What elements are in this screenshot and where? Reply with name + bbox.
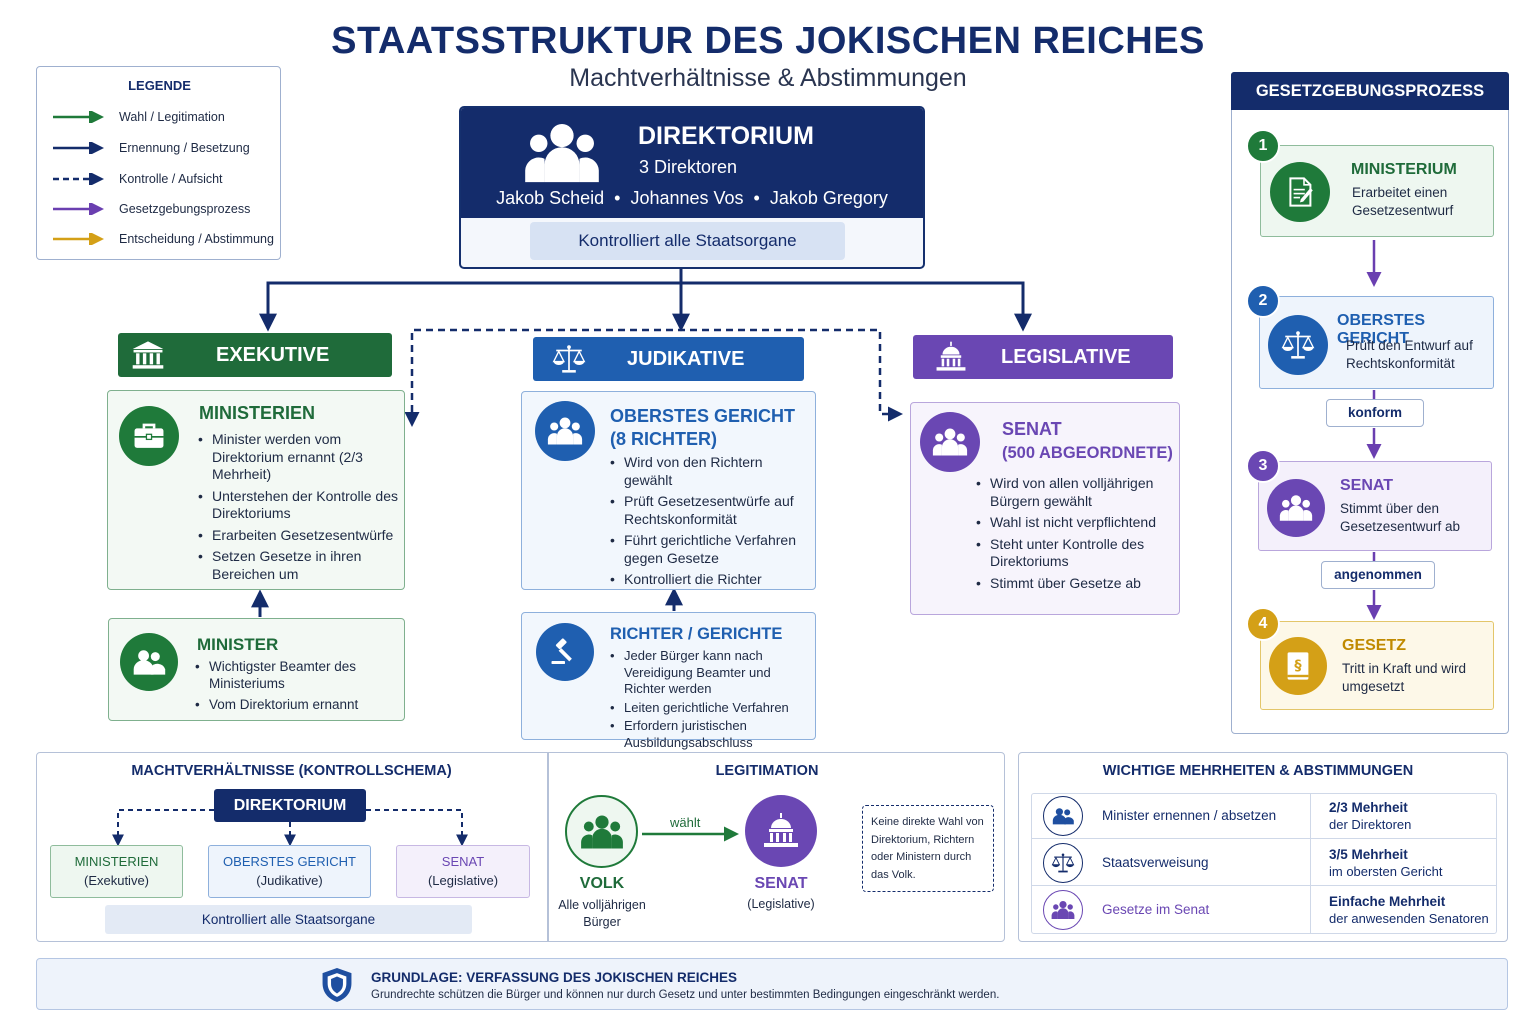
legitimation-volk-title: VOLK [579,875,625,892]
people-icon [120,633,178,691]
legend-item-wahl: Wahl / Legitimation [51,107,225,127]
legitimation-note: Keine direkte Wahl von Direktorium, Rich… [862,805,994,892]
branch-legislative: LEGISLATIVE [913,335,1173,379]
kontrollschema-ministerien: MINISTERIEN (Exekutive) [50,845,183,898]
oberstes-gericht-bullets: Wird von den Richtern gewählt Prüft Gese… [610,454,810,593]
branch-judikative: JUDIKATIVE [533,337,804,381]
senat-title: SENAT (500 ABGEORDNETE) [1002,419,1173,462]
oberstes-gericht-title: OBERSTES GERICHT (8 RICHTER) [610,406,796,449]
step-number-1: 1 [1246,129,1280,163]
senat-card: SENAT (500 ABGEORDNETE) Wird von allen v… [910,402,1180,615]
arrow-green-icon [53,111,104,123]
legitimation-senat-title: SENAT [754,875,808,892]
shield-icon [320,966,354,1004]
minister-bullets: Wichtigster Beamter des Ministeriums Vom… [195,658,395,717]
direktorium-control-badge: Kontrolliert alle Staatsorgane [530,222,845,260]
senat-bullets: Wird von allen volljährigen Bürgern gewä… [976,475,1176,596]
people-group-icon [920,412,980,472]
majority-row-minister: Minister ernennen / absetzen 2/3 Mehrhei… [1031,793,1497,839]
kontrollschema-bottom-badge: Kontrolliert alle Staatsorgane [105,905,472,934]
process-step-4: GESETZ Tritt in Kraft und wird umgesetzt [1260,621,1494,710]
people-icon [1043,796,1083,836]
process-step-2: OBERSTES GERICHT Prüft den Entwurf auf R… [1259,296,1494,389]
process-title: GESETZGEBUNGSPROZESS [1231,72,1509,110]
direktorium-header: DIREKTORIUM 3 Direktoren Jakob Scheid • … [461,108,923,218]
kontrollschema-title: MACHTVERHÄLTNISSE (KONTROLLSCHEMA) [131,763,452,779]
legitimation-volk-desc: Alle volljährigen Bürger [558,898,646,929]
step-number-4: 4 [1246,607,1280,641]
law-book-icon [1269,637,1327,695]
arrow-purple-icon [53,203,104,215]
arrow-dashed-icon [53,173,104,185]
legend-item-gesetzgebung: Gesetzgebungsprozess [51,199,250,219]
direktorium-names: Jakob Scheid • Johannes Vos • Jakob Greg… [496,188,888,208]
ministerien-card: MINISTERIEN Minister werden vom Direktor… [107,390,405,590]
ministerien-bullets: Minister werden vom Direktorium ernannt … [198,431,398,587]
arrow-gold-icon [53,233,104,245]
document-pen-icon [1270,162,1330,222]
legend-title: LEGENDE [128,78,191,93]
scales-icon [552,344,586,374]
direktorium-title: DIREKTORIUM [638,122,814,150]
step-number-2: 2 [1246,284,1280,318]
legitimation-arrow-label: wählt [670,815,701,830]
legend: LEGENDE Wahl / Legitimation Ernennung / … [36,66,281,260]
scales-icon [1268,315,1328,375]
richter-card: RICHTER / GERICHTE Jeder Bürger kann nac… [521,612,816,750]
page-subtitle: Machtverhältnisse & Abstimmungen [569,64,967,92]
richter-title: RICHTER / GERICHTE [610,625,783,643]
kontrollschema-direktorium: DIREKTORIUM [214,789,366,822]
oberstes-gericht-card: OBERSTES GERICHT (8 RICHTER) Wird von de… [521,391,816,590]
minister-card: MINISTER Wichtigster Beamter des Ministe… [108,618,405,721]
legitimation-title: LEGITIMATION [715,763,819,779]
kontrollschema-senat: SENAT (Legislative) [396,845,530,898]
briefcase-icon [119,406,179,466]
page-title: STAATSSTRUKTUR DES JOKISCHEN REICHES [331,20,1205,62]
people-group-icon [535,401,595,461]
direktorium-box: DIREKTORIUM 3 Direktoren Jakob Scheid • … [459,106,925,269]
arrow-green-icon [642,826,739,842]
process-label-angenommen: angenommen [1321,561,1435,589]
minister-title: MINISTER [197,635,279,654]
branch-exekutive: EXEKUTIVE [118,333,392,377]
majorities-table [1031,793,1497,934]
legend-item-ernennung: Ernennung / Besetzung [51,138,250,158]
capitol-icon [745,795,817,867]
majorities-title: WICHTIGE MEHRHEITEN & ABSTIMMUNGEN [1102,763,1414,779]
panel-divider [547,752,549,942]
process-arrows [1366,240,1382,620]
step-number-3: 3 [1246,449,1280,483]
legitimation-senat-desc: (Legislative) [747,897,815,911]
legend-item-kontrolle: Kontrolle / Aufsicht [51,169,223,189]
footer-banner: GRUNDLAGE: VERFASSUNG DES JOKISCHEN REIC… [36,958,1508,1010]
majorities-divider [1310,793,1311,934]
building-icon [131,340,165,370]
people-group-icon [1043,890,1083,930]
capitol-icon [934,341,968,373]
kontrollschema-connectors [112,809,468,847]
people-group-icon [522,122,602,184]
scales-icon [1043,843,1083,883]
kontrollschema-oberstes-gericht: OBERSTES GERICHT (Judikative) [208,845,371,898]
process-step-3: SENAT Stimmt über den Gesetzesentwurf ab [1258,461,1492,551]
people-group-icon [565,795,638,868]
footer-title: GRUNDLAGE: VERFASSUNG DES JOKISCHEN REIC… [371,970,738,985]
arrow-navy-icon [53,142,104,154]
majorities-panel [1018,752,1508,942]
richter-bullets: Jeder Bürger kann nach Vereidigung Beamt… [610,648,815,755]
people-group-icon [1267,479,1325,537]
direktorium-subtitle: 3 Direktoren [639,157,738,177]
process-label-konform: konform [1326,399,1424,427]
ministerien-title: MINISTERIEN [199,403,316,423]
footer-text: Grundrechte schützen die Bürger und könn… [371,989,1000,1001]
legend-item-entscheidung: Entscheidung / Abstimmung [51,229,274,249]
process-step-1: MINISTERIUM Erarbeitet einen Gesetzesent… [1260,145,1494,237]
gavel-icon [536,623,594,681]
